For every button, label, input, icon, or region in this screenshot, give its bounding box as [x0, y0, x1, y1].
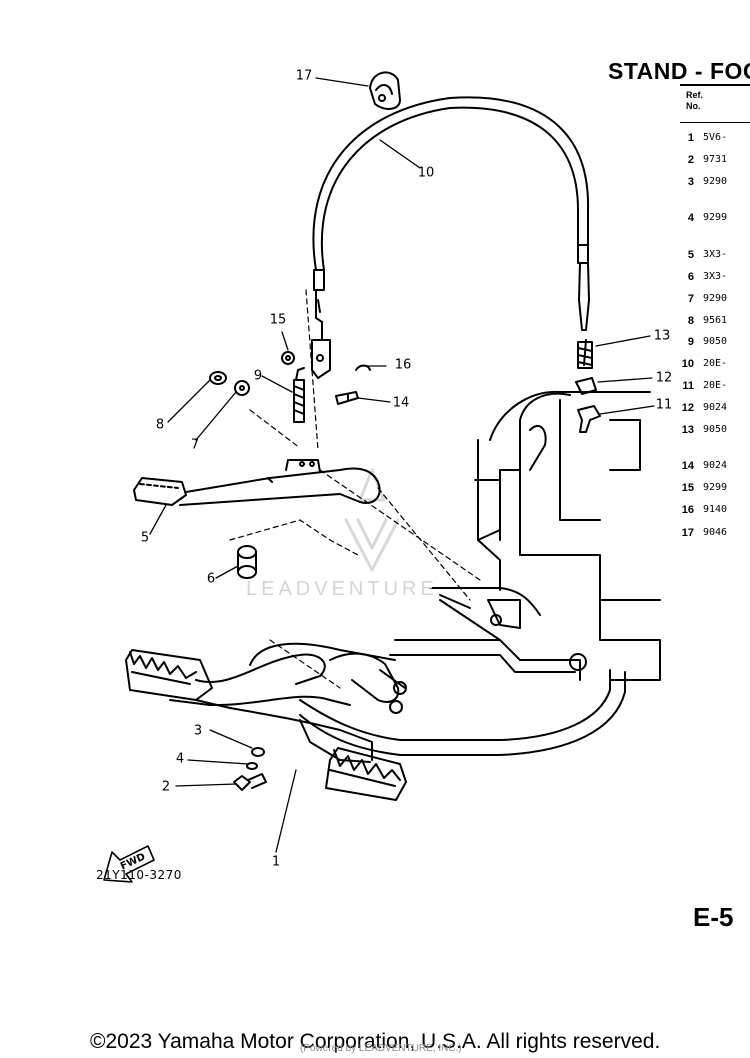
ref-no: 11 [682, 380, 694, 392]
callout-2: 2 [161, 779, 171, 795]
callout-13: 13 [653, 328, 671, 344]
part-number: 9024 [703, 402, 728, 413]
part-number: 9299 [703, 212, 728, 223]
callout-9: 9 [253, 368, 263, 384]
ref-no-heading: Ref. No. [686, 90, 704, 111]
brake-cable [311, 96, 590, 379]
part-number: 9290 [703, 176, 728, 187]
part-number: 9731 [703, 154, 728, 165]
callout-7: 7 [190, 437, 200, 453]
footrest-assembly [125, 649, 407, 801]
callout-12: 12 [655, 370, 673, 386]
part-number: 3X3- [703, 271, 728, 282]
part-number: 9561 [703, 315, 728, 326]
mounting-bolt [233, 747, 267, 791]
callout-11: 11 [655, 397, 673, 413]
callout-15: 15 [269, 312, 287, 328]
part-number: 20E- [703, 380, 728, 391]
ref-no: 10 [681, 358, 694, 370]
ref-no: 3 [687, 176, 694, 188]
callout-14: 14 [392, 395, 410, 411]
ref-no: 5 [687, 249, 694, 261]
footer-note: (Powered by LEADVENTURE, INC.) [300, 1043, 462, 1054]
callout-6: 6 [206, 571, 216, 587]
part-number: 9140 [703, 504, 728, 515]
bushing [237, 545, 257, 579]
part-number: 9046 [703, 527, 728, 538]
table-header-rule [680, 122, 750, 123]
ref-no: 13 [681, 424, 694, 436]
callout-17: 17 [295, 68, 313, 84]
callout-10: 10 [417, 165, 435, 181]
part-number: 5V6- [703, 132, 728, 143]
return-spring [293, 367, 305, 423]
part-number: 9299 [703, 482, 728, 493]
leader-lines [149, 77, 655, 853]
callout-16: 16 [394, 357, 412, 373]
ref-no: 1 [687, 132, 694, 144]
ref-no: 6 [687, 271, 694, 283]
callout-1: 1 [271, 854, 281, 870]
callout-4: 4 [175, 751, 185, 767]
part-number: 20E- [703, 358, 728, 369]
fwd-arrow [103, 845, 155, 883]
callout-3: 3 [193, 723, 203, 739]
page-title: STAND - FOO [608, 58, 750, 84]
washers [209, 351, 295, 396]
ref-no: 15 [681, 482, 694, 494]
copyright-notice: ©2023 Yamaha Motor Corporation, U.S.A. A… [90, 1030, 661, 1053]
part-number: 3X3- [703, 249, 728, 260]
part-number: 9050 [703, 336, 728, 347]
ref-no: 14 [681, 460, 694, 472]
frame [249, 390, 661, 756]
watermark-text: LEADVENTURE [246, 578, 438, 600]
callout-5: 5 [140, 530, 150, 546]
ref-no: 4 [687, 212, 694, 224]
title-underline [680, 84, 750, 86]
page-code: E-5 [693, 902, 734, 932]
ref-no: 7 [687, 293, 694, 305]
watermark-logo [344, 468, 400, 572]
ref-no: 16 [681, 504, 694, 516]
part-number: 9024 [703, 460, 728, 471]
part-number: 9050 [703, 424, 728, 435]
drawing-code: 21Y110-3270 [96, 868, 182, 882]
cable-clamp [369, 71, 401, 110]
callout-8: 8 [155, 417, 165, 433]
ref-no: 2 [687, 154, 694, 166]
ref-no: 9 [687, 336, 694, 348]
assembly-lines [229, 289, 481, 689]
ref-no: 8 [687, 315, 694, 327]
ref-no: 17 [681, 527, 694, 539]
ref-no: 12 [681, 402, 694, 414]
brake-pedal [133, 459, 381, 506]
cable-spring [577, 341, 593, 369]
part-number: 9290 [703, 293, 728, 304]
